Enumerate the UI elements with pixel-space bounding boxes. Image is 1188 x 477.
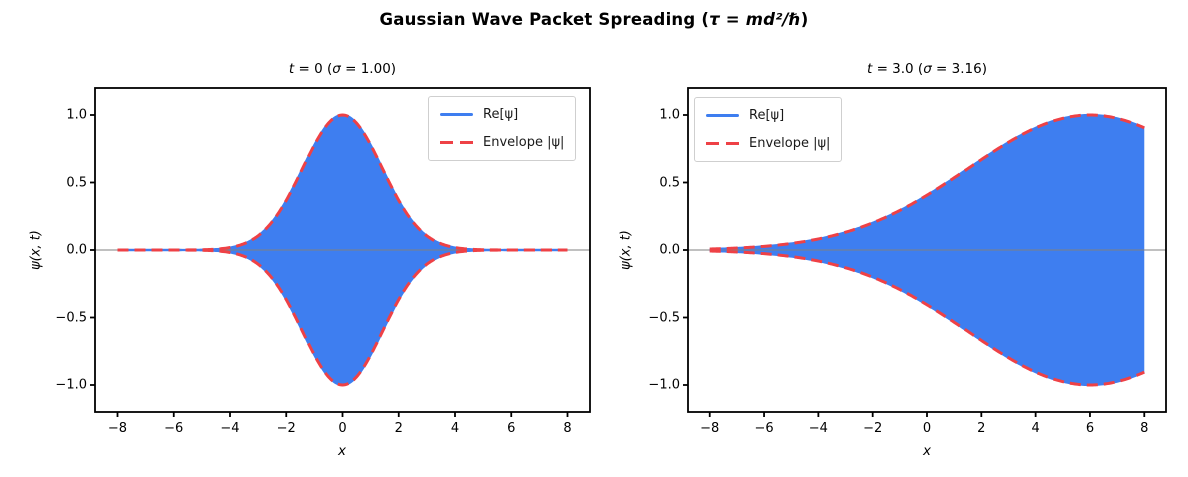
panel-title-segment: t <box>866 61 873 77</box>
x-tick-label: −8 <box>700 421 720 436</box>
x-tick-label: 8 <box>563 421 572 436</box>
plot-area-left <box>90 87 591 417</box>
envelope-dashed-bottom <box>117 248 568 387</box>
x-tick-label: 0 <box>338 421 347 436</box>
x-tick-label: 6 <box>1085 421 1095 436</box>
y-tick-label: 0.0 <box>66 242 87 258</box>
panel-title-segment: = 3.16) <box>931 61 987 77</box>
x-tick-label: −8 <box>107 421 128 436</box>
plot-area-right <box>683 87 1167 417</box>
y-tick-label: 1.0 <box>66 107 87 123</box>
legend-label: Re[ψ] <box>749 108 785 123</box>
figure-title-prefix: Gaussian Wave Packet Spreading ( <box>379 10 710 29</box>
panel-title-left: t = 0 (σ = 1.00) <box>95 61 590 77</box>
legend-solid-line-sample <box>706 114 739 117</box>
panel-title-segment: t <box>288 61 295 77</box>
envelope-dashed-bottom <box>709 249 1145 387</box>
y-tick-label: 0.5 <box>66 175 87 190</box>
legend-row-envelope: Envelope |ψ| <box>706 133 830 154</box>
x-tick-label: −2 <box>276 421 296 436</box>
x-tick-label: 6 <box>507 421 516 436</box>
legend-row-re-psi: Re[ψ] <box>440 104 564 125</box>
x-tick-label: −6 <box>754 421 774 436</box>
x-tick-label: −6 <box>164 421 184 436</box>
panel-title-segment: σ <box>332 61 341 77</box>
y-axis-label-right: ψ(x, t) <box>618 230 634 270</box>
x-tick-label: −4 <box>220 421 240 436</box>
x-tick-label: 2 <box>394 421 403 436</box>
panel-title-segment: = 3.0 ( <box>872 61 924 77</box>
y-tick-label: −0.5 <box>648 310 680 325</box>
legend-solid-line-sample <box>440 113 473 116</box>
x-tick-label: 2 <box>977 421 986 436</box>
y-tick-label: −1.0 <box>55 377 87 393</box>
legend-row-re-psi: Re[ψ] <box>706 105 830 126</box>
legend-label: Envelope |ψ| <box>749 136 831 151</box>
legend-dashed-line-sample <box>440 140 473 145</box>
legend-right: Re[ψ] Envelope |ψ| <box>694 97 843 162</box>
y-tick-label: 0.0 <box>659 242 680 258</box>
x-tick-label: −4 <box>808 421 828 436</box>
panel-title-segment: = 1.00) <box>340 61 397 77</box>
figure-title: Gaussian Wave Packet Spreading (τ = md²/… <box>0 10 1188 29</box>
x-axis-label-left: x <box>338 443 346 459</box>
x-tick-label: 4 <box>1031 421 1040 436</box>
x-axis-label-right: x <box>923 443 931 459</box>
x-tick-label: 0 <box>922 421 932 436</box>
panel-title-right: t = 3.0 (σ = 3.16) <box>688 61 1166 77</box>
panel-title-segment: = 0 ( <box>294 61 333 77</box>
y-tick-label: 0.5 <box>659 175 680 190</box>
legend-label: Envelope |ψ| <box>483 135 565 150</box>
legend-label: Re[ψ] <box>483 107 519 122</box>
y-tick-label: 1.0 <box>659 107 680 123</box>
panel-title-segment: σ <box>923 61 932 77</box>
y-axis-label-left: ψ(x, t) <box>28 230 44 270</box>
x-tick-label: 4 <box>450 421 460 436</box>
y-tick-label: −1.0 <box>648 377 680 393</box>
y-tick-label: −0.5 <box>55 310 87 325</box>
figure-title-math: τ = md²/ℏ <box>709 10 801 29</box>
x-tick-label: 8 <box>1140 421 1149 436</box>
legend-dashed-line-sample <box>706 141 739 146</box>
x-tick-label: −2 <box>863 421 883 436</box>
legend-left: Re[ψ] Envelope |ψ| <box>428 96 577 161</box>
figure-title-suffix: ) <box>800 10 809 29</box>
envelope-dashed-top <box>709 113 1145 251</box>
legend-row-envelope: Envelope |ψ| <box>440 132 564 153</box>
